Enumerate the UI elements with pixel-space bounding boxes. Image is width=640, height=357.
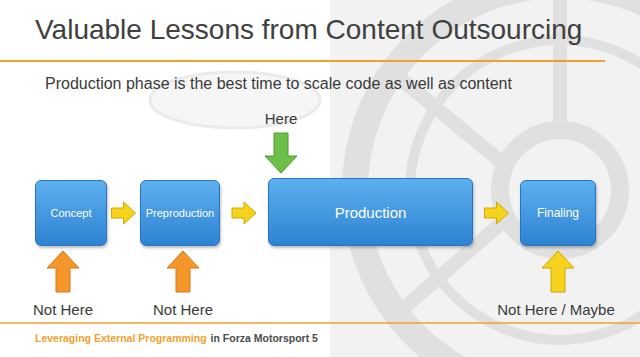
subtitle: Production phase is the best time to sca… xyxy=(45,75,512,93)
slide-title: Valuable Lessons from Content Outsourcin… xyxy=(35,14,582,46)
maybe-arrow xyxy=(542,251,574,292)
arrow-label: Not Here xyxy=(153,301,213,318)
footer-rule xyxy=(0,322,640,324)
phase-box: Finaling xyxy=(520,180,596,246)
not-here-arrow xyxy=(47,251,79,292)
phase-label: Preproduction xyxy=(146,207,215,219)
flow-arrow xyxy=(232,202,256,224)
phase-label: Production xyxy=(335,204,407,221)
flow-arrow xyxy=(485,202,509,224)
phase-box: Production xyxy=(268,178,473,246)
title-rule xyxy=(0,60,605,62)
phase-label: Concept xyxy=(51,207,92,219)
flow-arrow xyxy=(112,202,136,224)
phase-box: Preproduction xyxy=(140,180,220,246)
arrow-label: Not Here / Maybe xyxy=(497,301,615,318)
footer-text: in Forza Motorsport 5 xyxy=(211,332,318,344)
not-here-arrow xyxy=(167,251,199,292)
arrow-label: Not Here xyxy=(33,301,93,318)
phase-box: Concept xyxy=(35,180,107,246)
footer-text: Leveraging External Programming xyxy=(35,332,207,344)
phase-label: Finaling xyxy=(537,206,579,220)
arrow-label: Here xyxy=(265,110,298,127)
here-arrow xyxy=(265,133,297,173)
